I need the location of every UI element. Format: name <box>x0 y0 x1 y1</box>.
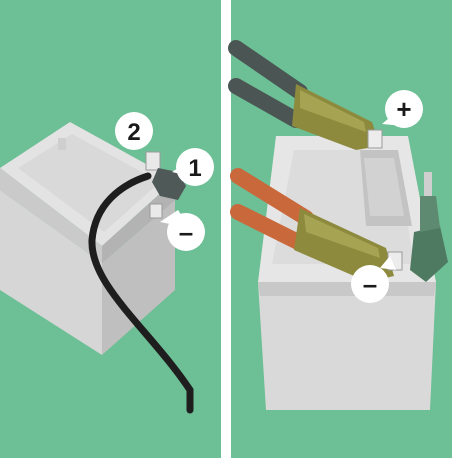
badge-2: 2 <box>115 112 153 150</box>
right-positive-terminal <box>368 130 382 148</box>
badge-left-negative-text: – <box>179 217 193 247</box>
left-battery-vent <box>58 138 66 150</box>
badge-2-text: 2 <box>127 119 140 146</box>
panel-divider <box>221 0 231 458</box>
badge-right-negative-text: – <box>363 269 377 299</box>
badge-right-positive-text: + <box>396 94 411 124</box>
badge-1-text: 1 <box>188 155 201 182</box>
right-battery <box>258 136 436 410</box>
left-negative-terminal <box>150 204 162 218</box>
right-battery-rim <box>258 282 436 296</box>
right-battery-front <box>258 282 436 410</box>
left-positive-terminal <box>146 152 160 170</box>
